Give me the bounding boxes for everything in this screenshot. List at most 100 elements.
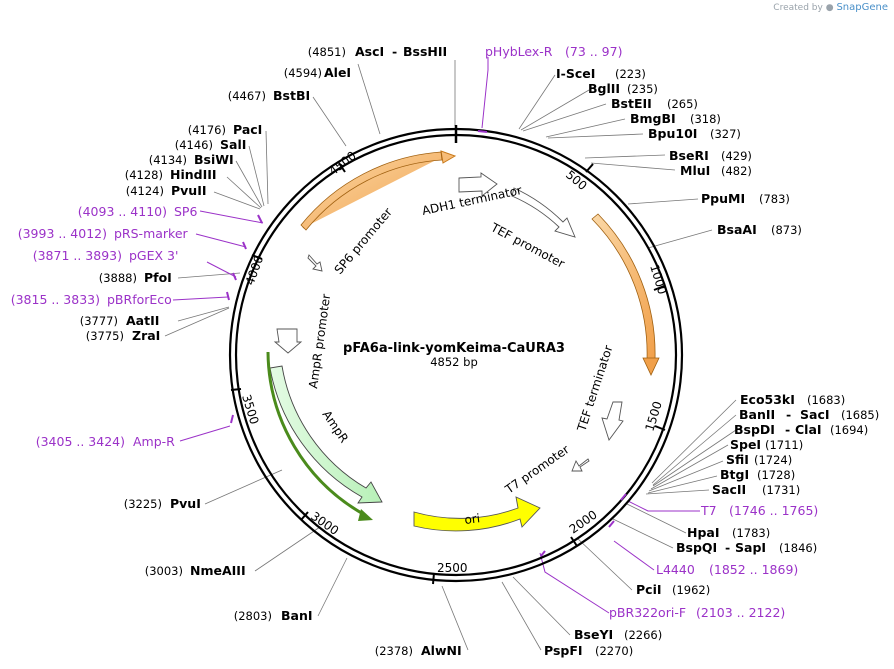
feature-ampr-promoter-arrow[interactable]: [273, 328, 303, 354]
enzyme-pos-bstEII: (265): [667, 97, 698, 111]
enzyme-labels-left: (4851) (4594) (4467) (4176) (4146) (4134…: [80, 44, 462, 658]
enzyme-pos-isceI: (223): [615, 67, 646, 81]
enzyme-pos-zraI: (3775): [86, 329, 124, 343]
enzyme-pos-bsaAI: (873): [771, 223, 802, 237]
enzyme-name-pvuI: PvuI: [170, 496, 201, 511]
primer-name-pbrforeco: pBRforEco: [107, 292, 172, 307]
enzyme-pos-bsiWI: (4134): [149, 153, 187, 167]
primer-range-amp-r: (3405 .. 3424): [36, 434, 125, 449]
primer-name-sp6: SP6: [174, 204, 197, 219]
tick-label-3000: 3000: [308, 509, 341, 538]
enzyme-pos-mluI: (482): [721, 164, 752, 178]
enzyme-name-mluI: MluI: [680, 163, 710, 178]
enzyme-pos-sfiI: (1724): [754, 453, 792, 467]
enzyme-name-alwNI: AlwNI: [421, 643, 462, 658]
primer-name-phyblex-r: pHybLex-R: [485, 44, 553, 59]
enzyme-name-bssHII: BssHII: [403, 44, 447, 59]
feature-tef-terminator-arrow[interactable]: [601, 401, 624, 441]
primer-name-amp-r: Amp-R: [133, 434, 175, 449]
enzyme-pos-pciI: (1962): [672, 583, 710, 597]
primer-site-markers: [226, 130, 627, 557]
enzyme-name-sacII: SacII: [712, 482, 746, 497]
feature-label-t7-promoter: T7 promoter: [502, 442, 572, 497]
feature-label-tef-promoter: TEF promoter: [488, 220, 567, 271]
enzyme-name-btgI: BtgI: [720, 467, 749, 482]
enzyme-name-bspQI: BspQI: [676, 540, 717, 555]
enzyme-name-ppuMI: PpuMI: [701, 191, 745, 206]
enzyme-name-bsaAI: BsaAI: [717, 222, 757, 237]
enzyme-name-zraI: ZraI: [132, 328, 160, 343]
primer-range-pbr322ori-f: (2103 .. 2122): [696, 605, 785, 620]
feature-ori-arrow[interactable]: [413, 496, 541, 532]
enzyme-pos-bglII: (235): [627, 82, 658, 96]
brand-name: SnapGene: [836, 2, 888, 13]
feature-t7-promoter-arrow[interactable]: [571, 458, 590, 472]
enzyme-sep-bspDI: -: [785, 422, 790, 437]
plasmid-length: 4852 bp: [430, 355, 478, 369]
enzyme-pos-bspDI: (1694): [830, 423, 868, 437]
primer-name-pbr322ori-f: pBR322ori-F: [609, 605, 686, 620]
enzyme-pos-bpu10I: (327): [710, 127, 741, 141]
enzyme-name-pvuII: PvuII: [171, 183, 207, 198]
created-by-label: Created by: [773, 3, 823, 13]
enzyme-pos-hindIII: (4128): [125, 168, 163, 182]
enzyme-name-aleI: AleI: [324, 65, 351, 80]
enzyme-pos-speI: (1711): [765, 438, 803, 452]
enzyme-name-bseYI: BseYI: [574, 627, 613, 642]
enzyme-name-sapI: SapI: [735, 540, 766, 555]
enzyme-name-eco53kI: Eco53kI: [740, 392, 795, 407]
enzyme-sep-bspQI: -: [725, 540, 730, 555]
feature-ampr-arrow[interactable]: [269, 365, 383, 504]
enzyme-name-bseRI: BseRI: [669, 148, 709, 163]
enzyme-name-speI: SpeI: [730, 437, 761, 452]
primer-leader-lines: [172, 57, 700, 614]
enzyme-name-bglII: BglII: [588, 81, 620, 96]
enzyme-name-bpu10I: Bpu10I: [648, 126, 697, 141]
enzyme-pos-banI: (2803): [234, 609, 272, 623]
feature-green-outer-arc: [266, 351, 366, 517]
enzyme-pos-bspQI: (1846): [779, 541, 817, 555]
enzyme-pos-btgI: (1728): [757, 468, 795, 482]
enzyme-name-bsiWI: BsiWI: [194, 152, 234, 167]
tick-marks: [230, 162, 666, 585]
primer-range-t7: (1746 .. 1765): [729, 503, 818, 518]
primer-range-sp6: (4093 .. 4110): [78, 204, 167, 219]
enzyme-name-pspFI: PspFI: [544, 643, 583, 658]
enzyme-sep-ascI: -: [392, 44, 397, 59]
feature-orange-right-arrowhead: [642, 357, 660, 376]
enzyme-pos-bseRI: (429): [721, 149, 752, 163]
enzyme-name-aatII: AatII: [126, 313, 159, 328]
leader-lines: [164, 60, 737, 651]
enzyme-pos-pfoI: (3888): [99, 271, 137, 285]
enzyme-name-bstBI: BstBI: [273, 88, 310, 103]
enzyme-pos-salI: (4146): [175, 138, 213, 152]
enzyme-pos-hpaI: (1783): [732, 526, 770, 540]
primer-range-pgex3: (3871 .. 3893): [33, 248, 122, 263]
primer-name-t7: T7: [700, 503, 717, 518]
enzyme-pos-aleI: (4594): [284, 66, 322, 80]
enzyme-name-hpaI: HpaI: [687, 525, 720, 540]
enzyme-name-banII: BanII: [739, 407, 775, 422]
enzyme-pos-ascI: (4851): [308, 45, 346, 59]
enzyme-pos-pacI: (4176): [188, 123, 226, 137]
enzyme-name-pciI: PciI: [636, 582, 662, 597]
feature-adh1-terminator-arrow[interactable]: [458, 172, 498, 197]
enzyme-pos-banII: (1685): [841, 408, 879, 422]
snapgene-logo-icon: ●: [825, 3, 834, 13]
feature-label-ampr: AmpR: [320, 408, 352, 446]
enzyme-name-salI: SalI: [220, 137, 246, 152]
primer-name-l4440: L4440: [656, 562, 695, 577]
primer-labels: pHybLex-R (73 .. 97) (4093 .. 4110) (399…: [11, 44, 819, 620]
plasmid-name: pFA6a-link-yomKeima-CaURA3: [343, 341, 565, 356]
feature-orange-right-body[interactable]: [591, 213, 656, 361]
enzyme-pos-ppuMI: (783): [759, 192, 790, 206]
enzyme-name-bstEII: BstEII: [611, 96, 652, 111]
enzyme-pos-bmgBI: (318): [690, 112, 721, 126]
enzyme-pos-alwNI: (2378): [375, 644, 413, 658]
enzyme-pos-pspFI: (2270): [595, 644, 633, 658]
primer-range-prs-marker: (3993 .. 4012): [18, 226, 107, 241]
tick-label-1000: 1000: [647, 263, 669, 296]
feature-sp6-promoter-arrow[interactable]: [307, 254, 323, 272]
feature-tef-promoter-arrow[interactable]: [511, 187, 576, 238]
